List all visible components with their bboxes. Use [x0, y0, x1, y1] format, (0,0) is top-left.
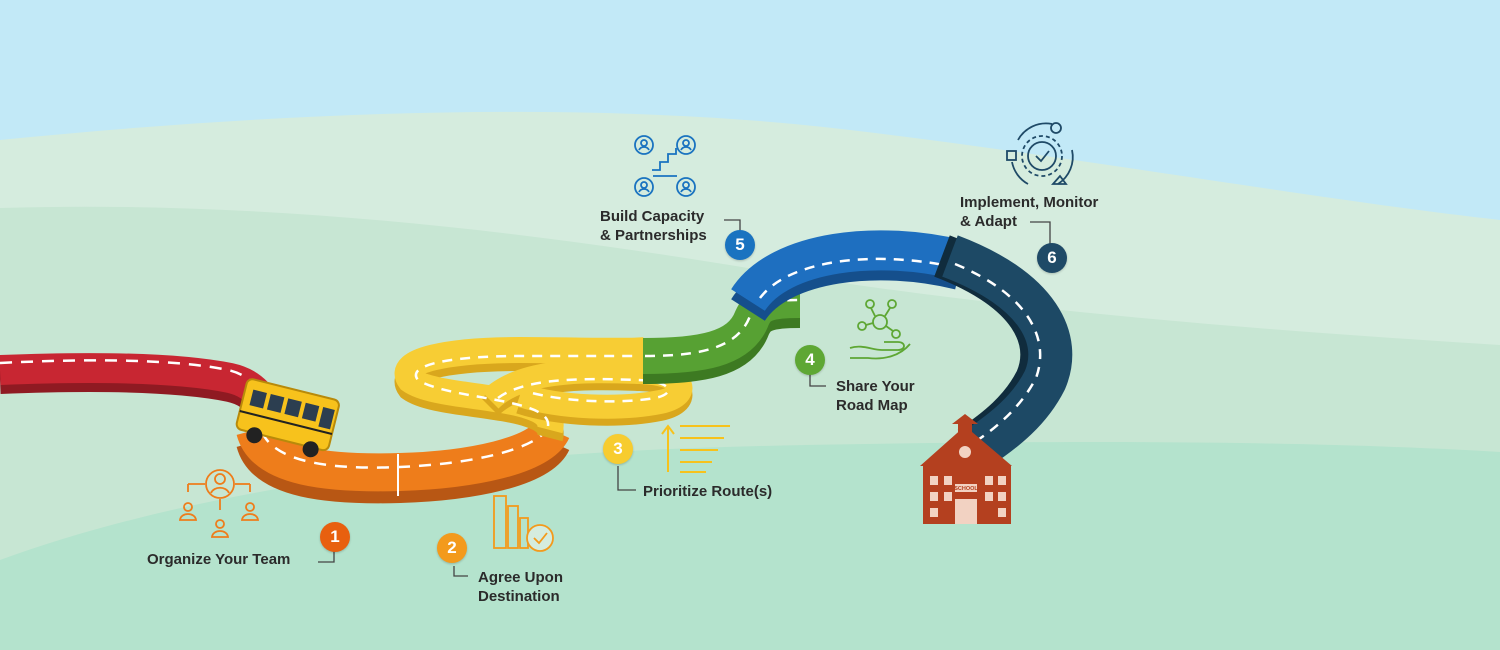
step-6-label-line-1: Implement, Monitor — [960, 194, 1099, 211]
step-4-badge: 4 — [795, 345, 825, 375]
destination-checklist-icon — [493, 495, 554, 552]
step-6-label: Implement, Monitor & Adapt — [960, 193, 1098, 231]
school-building-icon: SCHOOL — [920, 414, 1012, 524]
priority-list-icon — [661, 424, 730, 473]
road-segment-yellow — [394, 336, 693, 442]
step-4-label-line-1: Share Your — [836, 378, 915, 395]
step-5-badge: 5 — [725, 230, 755, 260]
label-connectors — [318, 219, 1051, 577]
step-2-label-line-1: Agree Upon — [478, 569, 564, 586]
school-bus — [235, 378, 340, 458]
school-sign: SCHOOL — [954, 486, 978, 492]
step-5-label: Build Capacity & Partnerships — [600, 207, 707, 245]
road-segment-navy — [933, 235, 1073, 467]
road-segment-blue — [731, 230, 965, 322]
road-segment-orange — [236, 419, 570, 504]
step-5-label-line-2: & Partnerships — [600, 227, 707, 244]
step-3-badge: 3 — [603, 434, 633, 464]
team-icon — [178, 469, 260, 538]
step-2-label: Agree Upon Destination — [478, 568, 563, 606]
step-1-label: Organize Your Team — [147, 550, 290, 569]
step-5-label-line-1: Build Capacity — [600, 208, 705, 225]
step-3-label: Prioritize Route(s) — [643, 482, 772, 501]
step-2-badge: 2 — [437, 533, 467, 563]
step-6-label-line-2: & Adapt — [960, 213, 1017, 230]
share-hand-network-icon — [849, 299, 911, 360]
cycle-gear-check-icon — [1006, 122, 1074, 185]
step-6-badge: 6 — [1037, 243, 1067, 273]
step-4-label-line-2: Road Map — [836, 397, 908, 414]
step-3-label-line-1: Prioritize Route(s) — [643, 483, 773, 500]
step-1-label-line-1: Organize Your Team — [147, 551, 291, 568]
step-1-badge: 1 — [320, 522, 350, 552]
step-4-label: Share Your Road Map — [836, 377, 915, 415]
step-2-label-line-2: Destination — [478, 588, 560, 605]
capacity-network-icon — [634, 135, 696, 197]
